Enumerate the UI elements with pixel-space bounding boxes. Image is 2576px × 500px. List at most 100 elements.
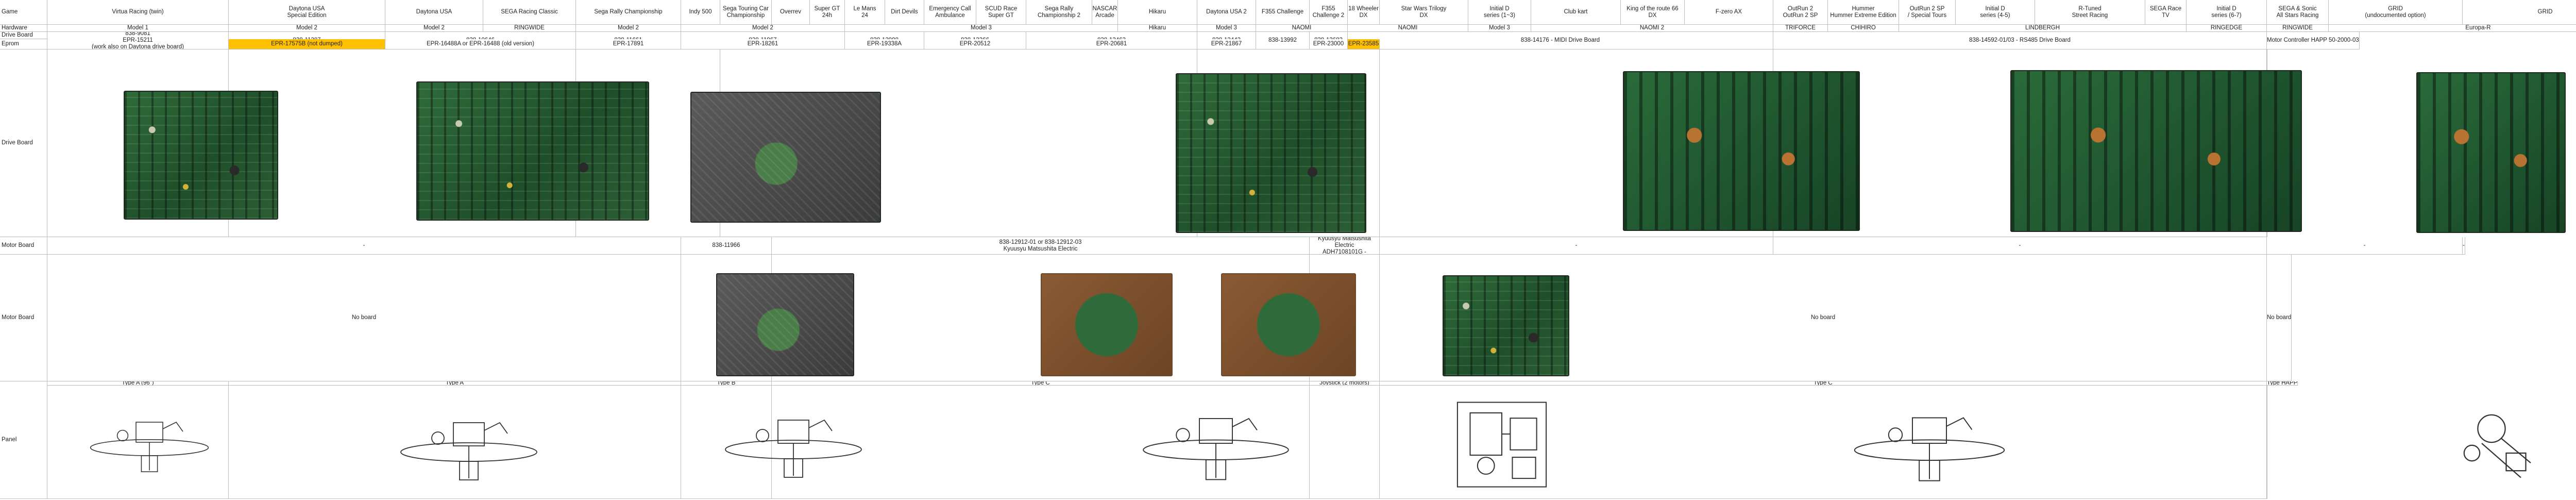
drive-board-cell-11[interactable]: 838-14176 - MIDI Drive Board (1348, 32, 1773, 49)
panel-type-6[interactable]: Type HAPP (2267, 381, 2298, 386)
hardware-cell-1[interactable]: Model 2 (229, 25, 385, 32)
panel-type-3[interactable]: Type C (772, 381, 1310, 386)
drive-board-cell-9[interactable]: 838-13992 (1256, 32, 1310, 49)
motor-board-cell-6[interactable]: - (2267, 237, 2463, 255)
game-header-22[interactable]: Club kart (1531, 0, 1621, 25)
hardware-cell-10[interactable]: NAOMI (1348, 25, 1468, 32)
hardware-cell-0[interactable]: Model 1 (47, 25, 229, 32)
game-header-5[interactable]: Indy 500 (681, 0, 720, 25)
row-label-drive-board-photo[interactable]: Drive Board (0, 49, 47, 237)
eprom-rally[interactable]: EPR-17891 (576, 39, 681, 49)
eprom-daytona[interactable]: EPR-16488A or EPR-16488 (old version) (385, 39, 576, 49)
motor-board-cell-0[interactable]: - (47, 237, 681, 255)
panel-drawing-cell-1[interactable] (229, 386, 681, 499)
hardware-cell-2[interactable]: Model 2 (385, 25, 483, 32)
row-label-eprom[interactable]: Eprom (0, 39, 47, 49)
game-header-17[interactable]: F355 Challenge (1256, 0, 1310, 25)
panel-type-0[interactable]: Type A (96") (47, 381, 229, 386)
game-header-13[interactable]: Sega Rally Championship 2 (1026, 0, 1092, 25)
game-header-4[interactable]: Sega Rally Championship (576, 0, 681, 25)
game-header-26[interactable]: Hummer Hummer Extreme Edition (1828, 0, 1899, 25)
game-header-0[interactable]: Virtua Racing (twin) (47, 0, 229, 25)
game-header-29[interactable]: R-Tuned Street Racing (2035, 0, 2145, 25)
drive-board-cell-0[interactable]: 838-9081 EPR-15211 (work also on Daytona… (47, 32, 229, 49)
eprom-f355[interactable]: EPR-21867 (1197, 39, 1256, 49)
hardware-cell-18[interactable]: Europa-R (2329, 25, 2576, 32)
hardware-cell-17[interactable]: RINGWIDE (2267, 25, 2329, 32)
hardware-cell-14[interactable]: CHIHIRO (1828, 25, 1899, 32)
game-header-20[interactable]: Star Wars Trilogy DX (1380, 0, 1468, 25)
row-label-motor-board[interactable]: Motor Board (0, 237, 47, 255)
hardware-cell-11[interactable]: Model 3 (1468, 25, 1531, 32)
eprom-model3[interactable]: EPR-18261 (681, 39, 845, 49)
eprom-18wheeler[interactable]: EPR-23000 (1310, 39, 1348, 49)
row-label-drive-board[interactable]: Drive Board (0, 32, 47, 39)
panel-type-1[interactable]: Type A (229, 381, 681, 386)
game-header-9[interactable]: Le Mans 24 (845, 0, 885, 25)
game-header-11[interactable]: Emergency Call Ambulance (924, 0, 976, 25)
hardware-cell-3[interactable]: RINGWIDE (483, 25, 576, 32)
game-header-8[interactable]: Super GT 24h (810, 0, 845, 25)
game-header-14[interactable]: NASCAR Arcade (1092, 0, 1118, 25)
hardware-cell-9[interactable]: NAOMI (1256, 25, 1348, 32)
game-header-32[interactable]: SEGA & Sonic All Stars Racing (2267, 0, 2329, 25)
game-header-21[interactable]: Initial D series (1~3) (1468, 0, 1531, 25)
game-header-33[interactable]: GRID (undocumented option) (2329, 0, 2463, 25)
panel-type-2[interactable]: Type B (681, 381, 772, 386)
motor-photo-none-left[interactable]: No board (47, 255, 681, 381)
game-header-7[interactable]: Overrev (772, 0, 810, 25)
row-label-panel[interactable]: Panel (0, 381, 47, 499)
game-header-3[interactable]: SEGA Racing Classic (483, 0, 576, 25)
hardware-cell-4[interactable]: Model 2 (576, 25, 681, 32)
panel-drawing-type-c-2 (1844, 397, 2014, 490)
game-header-25[interactable]: OutRun 2 OutRun 2 SP (1773, 0, 1828, 25)
eprom-starwars[interactable]: EPR-23585 (1348, 39, 1380, 49)
panel-drawing-cell-4[interactable] (1310, 386, 1380, 499)
game-header-6[interactable]: Sega Touring Car Championship (720, 0, 772, 25)
drive-board-cell-13[interactable]: Motor Controller HAPP 50-2000-03 (2267, 32, 2360, 49)
game-header-31[interactable]: Initial D series (6-7) (2187, 0, 2267, 25)
game-header-23[interactable]: King of the route 66 DX (1621, 0, 1685, 25)
game-header-2[interactable]: Daytona USA (385, 0, 483, 25)
motor-board-cell-2[interactable]: 838-12912-01 or 838-12912-03 Kyuusyu Mat… (772, 237, 1310, 255)
hardware-cell-8[interactable]: Model 3 (1197, 25, 1256, 32)
game-header-24[interactable]: F-zero AX (1685, 0, 1773, 25)
motor-board-cell-4[interactable]: - (1380, 237, 1773, 255)
hardware-cell-12[interactable]: NAOMI 2 (1531, 25, 1773, 32)
panel-type-4[interactable]: Joystick (2 motors) (1310, 381, 1380, 386)
row-label-motor-board-photo[interactable]: Motor Board (0, 255, 47, 381)
hardware-cell-5[interactable]: Model 2 (681, 25, 845, 32)
game-header-10[interactable]: Dirt Devils (885, 0, 924, 25)
eprom-model3b[interactable]: EPR-19338A (845, 39, 924, 49)
drive-board-cell-12[interactable]: 838-14592-01/03 - RS485 Drive Board (1773, 32, 2267, 49)
hardware-cell-13[interactable]: TRIFORCE (1773, 25, 1828, 32)
motor-board-cell-1[interactable]: 838-11966 (681, 237, 772, 255)
panel-type-5[interactable]: Type C (1380, 381, 2267, 386)
game-header-19[interactable]: 18 Wheeler DX (1348, 0, 1380, 25)
hardware-cell-7[interactable]: Hikaru (1118, 25, 1197, 32)
eprom-daytona-se[interactable]: EPR-17575B (not dumped) (229, 39, 385, 49)
hardware-cell-6[interactable]: Model 3 (845, 25, 1118, 32)
motor-board-cell-5[interactable]: - (1773, 237, 2267, 255)
game-header-28[interactable]: Initial D series (4-5) (1956, 0, 2035, 25)
drive-board-photo-model3 (1176, 73, 1366, 233)
panel-drawing-cell-2[interactable] (681, 386, 772, 499)
game-header-15[interactable]: Hikaru (1118, 0, 1197, 25)
hardware-cell-15[interactable]: LINDBERGH (1899, 25, 2187, 32)
motor-board-cell-7[interactable]: - (2463, 237, 2465, 255)
motor-photo-none-right[interactable]: No board (2267, 255, 2292, 381)
hardware-cell-16[interactable]: RINGEDGE (2187, 25, 2267, 32)
motor-board-cell-3[interactable]: 838-13278-01 (2 units) Kyuusyu Matsushit… (1310, 237, 1380, 255)
eprom-rally2[interactable]: EPR-20512 (924, 39, 1026, 49)
game-header-12[interactable]: SCUD Race Super GT (976, 0, 1026, 25)
row-label-hardware[interactable]: Hardware (0, 25, 47, 32)
row-label-game[interactable]: Game (0, 0, 47, 25)
eprom-daytona2[interactable]: EPR-20681 (1026, 39, 1197, 49)
game-header-16[interactable]: Daytona USA 2 (1197, 0, 1256, 25)
game-header-27[interactable]: OutRun 2 SP / Special Tours (1899, 0, 1956, 25)
game-header-1[interactable]: Daytona USA Special Edition (229, 0, 385, 25)
game-header-30[interactable]: SEGA Race TV (2145, 0, 2187, 25)
game-header-34[interactable]: GRID (2463, 0, 2576, 25)
game-header-18[interactable]: F355 Challenge 2 (1310, 0, 1348, 25)
panel-drawing-cell-5[interactable] (1380, 386, 2267, 499)
